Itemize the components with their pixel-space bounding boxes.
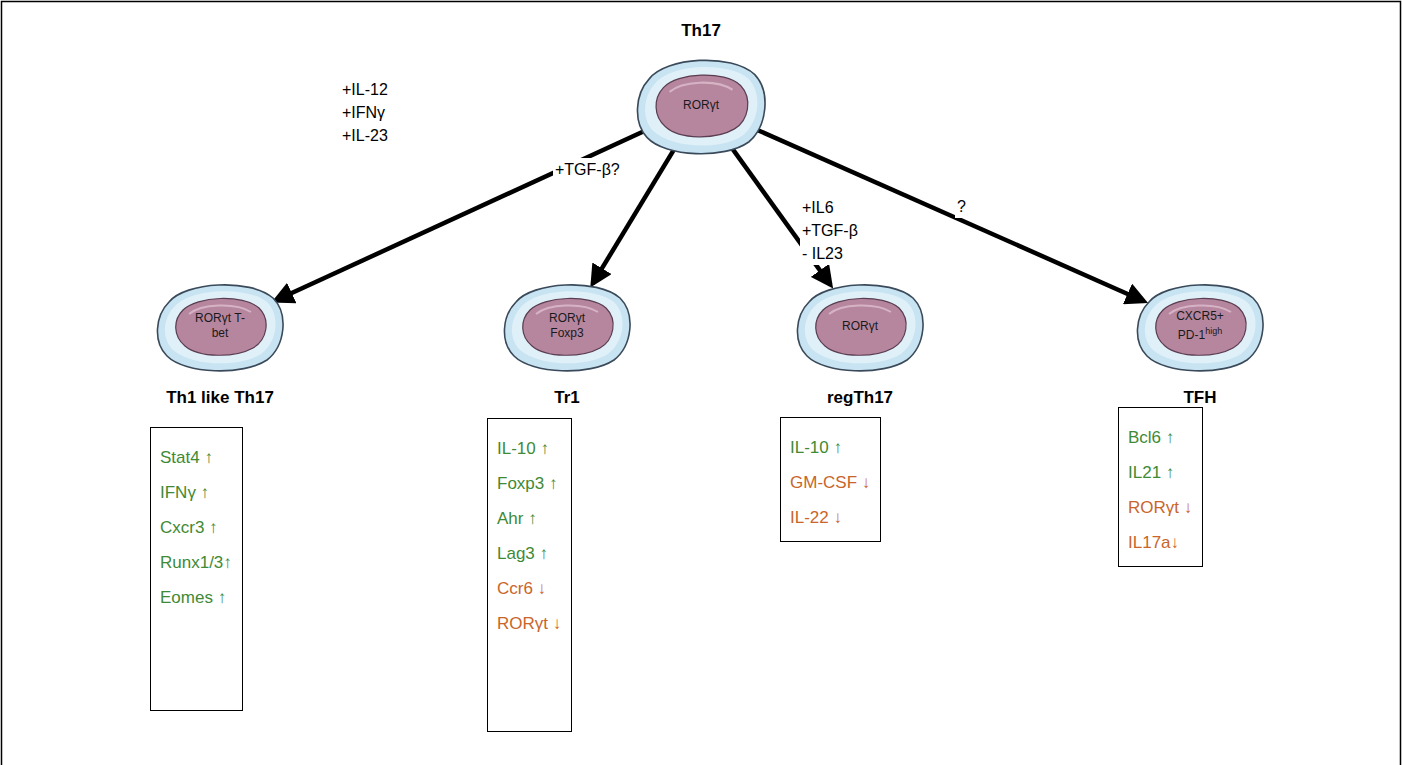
marker-item: Lag3 ↑ xyxy=(497,536,561,571)
marker-text: CXCR5+ PD-1high xyxy=(1169,309,1231,343)
cell-node: RORγtregTh17 xyxy=(795,280,925,372)
marker-box: IL-10 ↑Foxp3 ↑Ahr ↑Lag3 ↑Ccr6 ↓RORγt ↓ xyxy=(487,418,572,732)
marker-box: IL-10 ↑GM-CSF ↓IL-22 ↓ xyxy=(780,417,881,542)
marker-item: RORγt ↓ xyxy=(497,606,561,641)
cell-title: regTh17 xyxy=(735,388,985,408)
marker-text: RORγt T-bet xyxy=(189,311,251,341)
marker-item: Ahr ↑ xyxy=(497,501,561,536)
marker-item: Stat4 ↑ xyxy=(160,440,232,475)
edge-label: +IL6 +TGF-β - IL23 xyxy=(800,196,860,265)
marker-text: RORγt Foxp3 xyxy=(536,311,598,341)
marker-item: Eomes ↑ xyxy=(160,580,232,615)
marker-item: IL-22 ↓ xyxy=(790,500,870,535)
edge-label: +TGF-β? xyxy=(553,158,622,181)
cell-title: Th17 xyxy=(575,21,827,41)
marker-item: IL-10 ↑ xyxy=(790,430,870,465)
marker-item: Ccr6 ↓ xyxy=(497,571,561,606)
marker-box: Stat4 ↑IFNγ ↑Cxcr3 ↑Runx1/3↑Eomes ↑ xyxy=(150,427,243,711)
marker-item: RORγt ↓ xyxy=(1128,490,1192,525)
marker-text: RORγt xyxy=(829,319,891,334)
edge-label: +IL-12 +IFNγ +IL-23 xyxy=(340,78,390,147)
marker-item: IFNγ ↑ xyxy=(160,475,232,510)
marker-item: IL21 ↑ xyxy=(1128,455,1192,490)
differentiation-arrow xyxy=(755,129,1144,301)
cell-illustration xyxy=(1135,280,1265,372)
cell-title: Tr1 xyxy=(442,388,692,408)
cell-node: RORγt T-betTh1 like Th17 xyxy=(155,280,285,372)
marker-item: Runx1/3↑ xyxy=(160,545,232,580)
marker-item: IL17a↓ xyxy=(1128,525,1192,560)
cell-node: RORγt Foxp3Tr1 xyxy=(502,280,632,372)
marker-item: IL-10 ↑ xyxy=(497,431,561,466)
marker-box: Bcl6 ↑IL21 ↑RORγt ↓IL17a↓ xyxy=(1118,407,1203,567)
marker-item: Foxp3 ↑ xyxy=(497,466,561,501)
marker-text: RORγt xyxy=(670,98,732,113)
cell-node: CXCR5+ PD-1highTFH xyxy=(1135,280,1265,372)
cell-title: TFH xyxy=(1075,388,1325,408)
marker-item: GM-CSF ↓ xyxy=(790,465,870,500)
marker-item: Bcl6 ↑ xyxy=(1128,420,1192,455)
marker-item: Cxcr3 ↑ xyxy=(160,510,232,545)
cell-node: RORγtTh17 xyxy=(635,55,767,155)
edge-label: ? xyxy=(955,195,968,218)
cell-title: Th1 like Th17 xyxy=(95,388,345,408)
differentiation-arrow xyxy=(275,130,647,301)
